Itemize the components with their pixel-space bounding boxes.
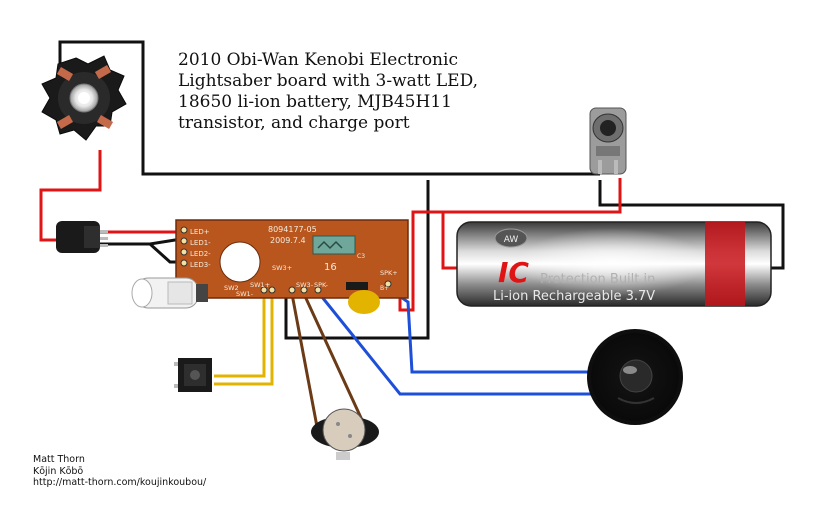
credit-url[interactable]: http://matt-thorn.com/koujinkoubou/ [33,477,207,488]
battery-big-letters: IC [498,256,529,289]
capacitor [348,290,380,314]
transistor [56,221,108,253]
board-chip-number: 16 [324,262,337,273]
pad-label-sw1-plus: SW1+ [250,281,270,289]
board-part-number: 8094177-05 [268,225,317,234]
pad-label-sw1-minus: SW1- [236,290,254,298]
charge-port [589,107,627,175]
battery-protection-text: Protection Built in [540,272,655,287]
circuit-board: LED+ LED1- LED2- LED3- 8094177-05 2009.7… [175,219,409,299]
pad-label-sw3-minus: SW3- [296,281,314,289]
battery-brand-badge [494,228,528,248]
battery-brand: AW [504,235,519,245]
battery: AW IC Protection Built in Li-ion Recharg… [456,221,772,307]
pad-label-bat: B+ [380,285,389,292]
pad-label-led-plus: LED+ [190,228,210,236]
title-line-4: transistor, and charge port [178,113,410,133]
pad-label-led3: LED3- [190,261,211,269]
credit-block: Matt Thorn Kōjin Kōbō http://matt-thorn.… [33,454,206,489]
main-switch [131,277,208,309]
tactile-button [174,358,212,392]
wire-yellow-button [214,296,274,386]
wire-black-led-to-port [58,40,600,176]
diagram-title: 2010 Obi-Wan Kenobi Electronic Lightsabe… [178,50,538,134]
wire-red-battery-positive [398,178,622,312]
board-chip-ref: C3 [357,253,365,260]
credit-author: Matt Thorn [33,454,85,465]
title-line-3: 18650 li-ion battery, MJB45H11 [178,92,452,112]
speaker-cone-icon [623,366,637,374]
led-star [41,55,127,141]
speaker [587,329,683,425]
pad-label-spk-minus: SPK- [314,281,329,289]
pad-label-sw3-plus: SW3+ [272,264,292,272]
wire-black-transistor-to-board [100,238,180,264]
pad-label-led2: LED2- [190,250,211,258]
wire-red-led-to-transistor [39,150,102,242]
battery-type-text: Li-ion Rechargeable 3.7V [493,289,655,304]
wire-brown-switch [290,293,364,433]
board-substrate [175,219,409,299]
title-line-2: Lightsaber board with 3-watt LED, [178,71,478,91]
board-mount-hole [219,241,261,283]
shake-sensor [311,408,379,460]
pad-label-spk-plus: SPK+ [380,269,398,277]
pad-label-sw2: SW2 [224,284,239,292]
credit-studio: Kōjin Kōbō [33,465,84,477]
title-line-1: 2010 Obi-Wan Kenobi Electronic [178,50,458,70]
wire-black-port-to-battery [598,180,785,270]
pad-label-led1: LED1- [190,239,211,247]
wire-black-board-ground [284,180,430,340]
board-date: 2009.7.4 [270,236,306,245]
